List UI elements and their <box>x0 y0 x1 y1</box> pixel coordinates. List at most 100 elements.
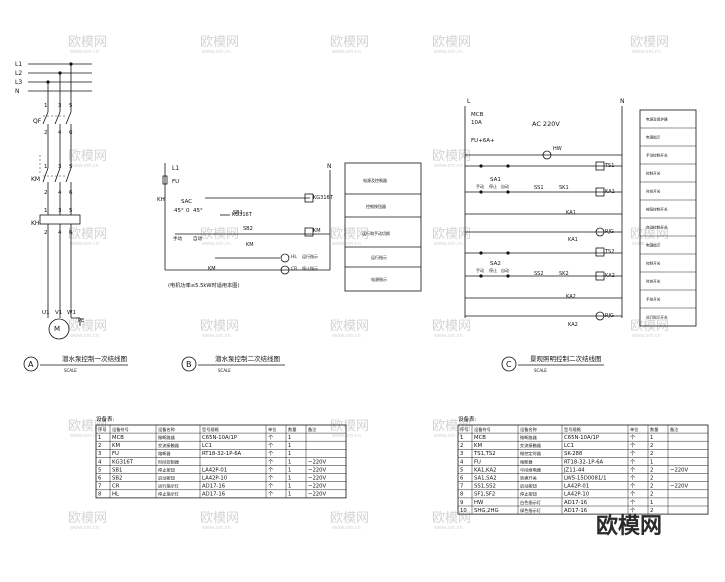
table-cell: 2 <box>650 508 653 514</box>
table-cell: 个 <box>268 450 274 457</box>
table-cell: SA1,SA2 <box>474 476 497 482</box>
table-header-cell: 序号 <box>98 426 106 433</box>
table-cell: 4 <box>460 459 464 465</box>
comp-kg316t-right: KG316T <box>313 195 334 201</box>
table-cell: 6 <box>460 476 464 482</box>
diagram-a-letter: A <box>28 360 34 369</box>
table-cell: LA42P-01 <box>564 484 589 490</box>
watermark-url: www.om.cn <box>332 49 361 55</box>
legend-c-item: 时控开关 <box>646 279 661 284</box>
watermark-text: 欧模网 <box>200 35 239 50</box>
table-cell: 3 <box>460 451 463 457</box>
table-cell: 绿色指示灯 <box>520 507 542 514</box>
table-cell: 1 <box>288 451 291 457</box>
table-cell: 微断路器 <box>520 434 538 441</box>
g1-ss: SS1 <box>534 185 544 191</box>
table-cell: TS1,TS2 <box>473 451 496 457</box>
table-header-cell: 设备符号 <box>474 426 491 433</box>
table-cell: CR <box>112 484 120 490</box>
terminal-5: 5 <box>69 103 73 109</box>
diagram-a-marker <box>23 356 39 372</box>
table-cell: 白色指示灯 <box>520 499 542 506</box>
watermark-text: 欧模网 <box>432 227 471 242</box>
g2-ka-1: KA2 <box>566 294 576 300</box>
label-kh: KH <box>157 197 165 203</box>
table-cell: 2 <box>650 443 653 449</box>
table-cell: 个 <box>630 450 636 457</box>
table-cell: 2 <box>650 476 653 482</box>
table-cell: JZ11-44 <box>563 467 585 473</box>
table-cell: 个 <box>630 466 636 473</box>
comp-km-contact: KM <box>246 242 254 248</box>
g2-sk: SK2 <box>559 271 569 277</box>
watermark-url: www.om.cn <box>332 241 361 247</box>
table-header-cell: 序号 <box>460 426 468 433</box>
watermark-text: 欧模网 <box>330 35 369 50</box>
angle-right: 45° <box>193 208 203 214</box>
table-cell: 微断路器 <box>158 434 176 441</box>
table-cell: KM <box>474 443 482 449</box>
table-cell: 8 <box>460 492 464 498</box>
diagram-a-primary-wiring: L1 L2 L3 N QF 1 3 5 2 4 6 KM 1 3 5 2 4 6… <box>15 61 128 373</box>
diagram-c-marker <box>501 356 517 372</box>
table-cell: KA1,KA2 <box>474 467 496 473</box>
watermark-url: www.om.cn <box>434 525 463 531</box>
watermark-url: www.om.cn <box>70 49 99 55</box>
watermark-text: 欧模网 <box>330 419 369 434</box>
table-cell: 1 <box>650 459 653 465</box>
diagram-b-note: (电机功率≤5.5kW时适用本图) <box>168 281 239 289</box>
table-cell: 6 <box>98 476 102 482</box>
g1-rjg: RJG <box>605 229 614 235</box>
table-cell: 10 <box>460 508 467 514</box>
watermark-url: www.om.cn <box>332 333 361 339</box>
table-cell: 个 <box>630 475 636 482</box>
bus-label-n: N <box>15 88 20 95</box>
comp-hl: HL <box>291 254 297 260</box>
label-hw: HW <box>553 146 562 152</box>
legend-c-item: 电源及保护器 <box>646 117 668 122</box>
watermark-text: 欧模网 <box>330 227 369 242</box>
bus-label-l2: L2 <box>15 70 22 77</box>
g1-manual: 手动 <box>476 183 484 189</box>
table-header-cell: 型号规格 <box>202 426 220 433</box>
diagram-c-lighting-wiring: L N MCB 10A FU+6A+ AC 220V HW SA1 手动 停止 … <box>464 98 697 373</box>
watermark-url: www.om.cn <box>332 433 361 439</box>
table-cell: 2 <box>650 467 653 473</box>
legend-c-item: 电源指示 <box>646 135 661 140</box>
table-cell: 停止按钮 <box>158 466 175 473</box>
watermark-text: 欧模网 <box>432 149 471 164</box>
table-cell: 熔断器 <box>158 450 171 457</box>
table-cell: 9 <box>460 500 463 506</box>
table-header-cell: 单位 <box>268 426 276 433</box>
table-cell: C65N-10A/1P <box>202 435 238 441</box>
legend-c-item: 手控开关 <box>646 297 661 302</box>
comp-km-coil: KM <box>313 228 321 234</box>
table-header-cell: 数量 <box>650 426 658 433</box>
table-cell: 7 <box>98 484 101 490</box>
table-cell: 1 <box>288 492 291 498</box>
diagram-b-title: 潜水泵控制二次结线图 <box>215 354 280 363</box>
table-cell: AD17-16 <box>564 500 588 506</box>
watermark-text: 欧模网 <box>330 319 369 334</box>
diagram-a-title: 潜水泵控制一次结线图 <box>62 354 127 363</box>
table-cell: 个 <box>630 507 636 514</box>
table-cell: 停止按钮 <box>520 491 537 498</box>
table-cell: RT18-32-1P-6A <box>202 451 242 457</box>
legend-b-2: 运行和手动切换 <box>362 230 390 236</box>
table-cell: 个 <box>268 434 274 441</box>
label-sac: SAC <box>181 199 192 205</box>
table-cell: SK-288 <box>564 451 583 457</box>
table-cell: AD17-16 <box>202 492 226 498</box>
table-cell: ~220V <box>308 492 327 498</box>
table-cell: 1 <box>650 500 653 506</box>
g2-rjg: RJG <box>605 313 614 319</box>
label-fu-c: FU+6A+ <box>471 138 495 144</box>
watermark-text: 欧模网 <box>68 511 107 526</box>
table-cell: SHG,2HG <box>474 508 499 514</box>
terminal-4: 4 <box>58 130 62 136</box>
g2-manual: 手动 <box>476 267 484 273</box>
table-cell: 个 <box>268 442 274 449</box>
label-fu: FU <box>172 179 179 185</box>
